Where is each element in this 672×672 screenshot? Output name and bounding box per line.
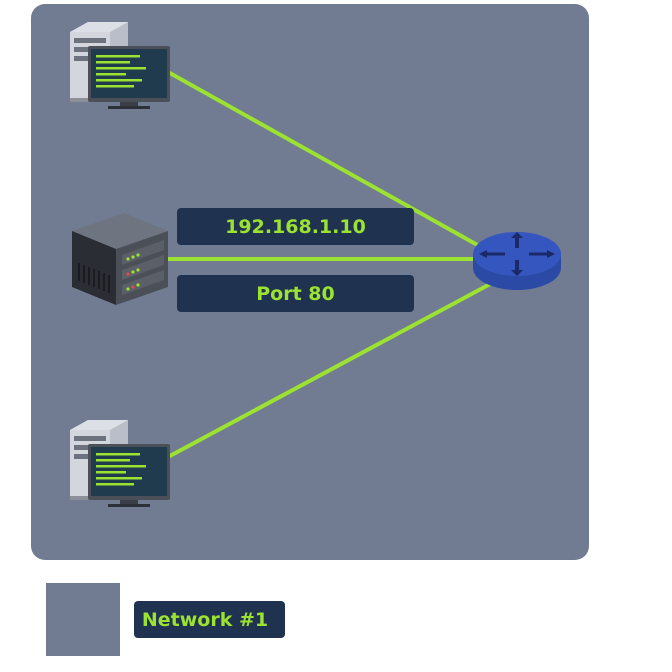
link-pc-top-router [167, 70, 491, 254]
router-icon[interactable] [473, 232, 561, 290]
legend: Network #1 [46, 583, 285, 656]
legend-label: Network #1 [142, 609, 268, 631]
link-pc-bottom-router [167, 281, 493, 459]
links [136, 70, 493, 459]
port-label: Port 80 [177, 275, 414, 312]
desktop-computer-icon[interactable] [70, 420, 170, 507]
ip-address-label: 192.168.1.10 [177, 208, 414, 245]
ip-address-text: 192.168.1.10 [225, 216, 366, 238]
desktop-computer-icon[interactable] [70, 22, 170, 109]
port-text: Port 80 [256, 283, 335, 305]
rack-server-icon[interactable] [72, 213, 168, 305]
legend-swatch [46, 583, 120, 656]
